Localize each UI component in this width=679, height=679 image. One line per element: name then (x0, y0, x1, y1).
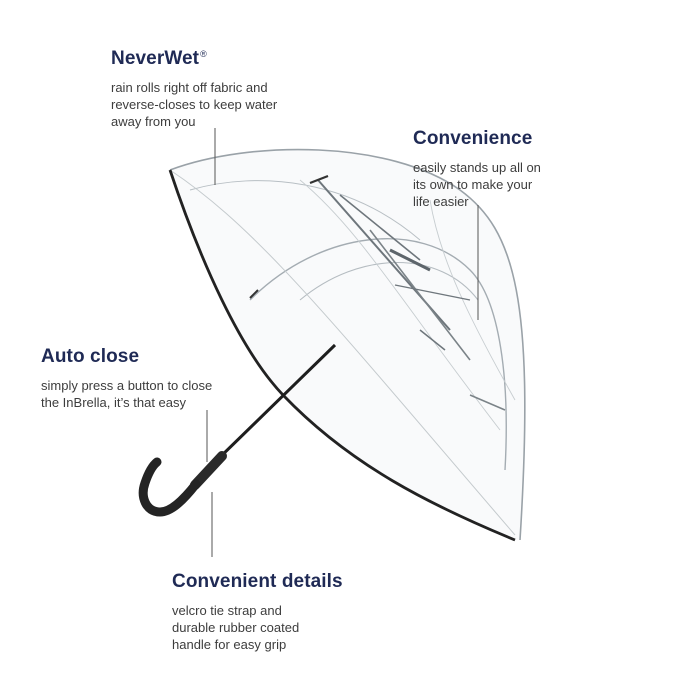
feature-title-convenience: Convenience (413, 128, 533, 149)
umbrella-shaft (213, 343, 337, 464)
feature-auto-close: Auto close simply press a button to clos… (41, 346, 212, 411)
feature-title-convenient-details: Convenient details (172, 571, 343, 592)
feature-neverwet: NeverWet® rain rolls right off fabric an… (111, 48, 277, 130)
umbrella-handle (138, 451, 227, 517)
feature-text-convenience: easily stands up all on its own to make … (413, 160, 541, 209)
feature-text-convenient-details: velcro tie strap and durable rubber coat… (172, 603, 300, 652)
feature-text-auto-close: simply press a button to close the InBre… (41, 378, 213, 410)
feature-convenient-details: Convenient details velcro tie strap and … (172, 571, 343, 653)
feature-title-neverwet-text: NeverWet (111, 48, 200, 69)
feature-text-neverwet: rain rolls right off fabric and reverse-… (111, 80, 278, 129)
registered-mark: ® (200, 49, 207, 59)
feature-title-neverwet: NeverWet® (111, 48, 277, 70)
feature-convenience: Convenience easily stands up all on its … (413, 128, 541, 210)
feature-title-auto-close: Auto close (41, 346, 140, 367)
callout-lines (206, 128, 479, 557)
umbrella-canopy (168, 148, 526, 542)
